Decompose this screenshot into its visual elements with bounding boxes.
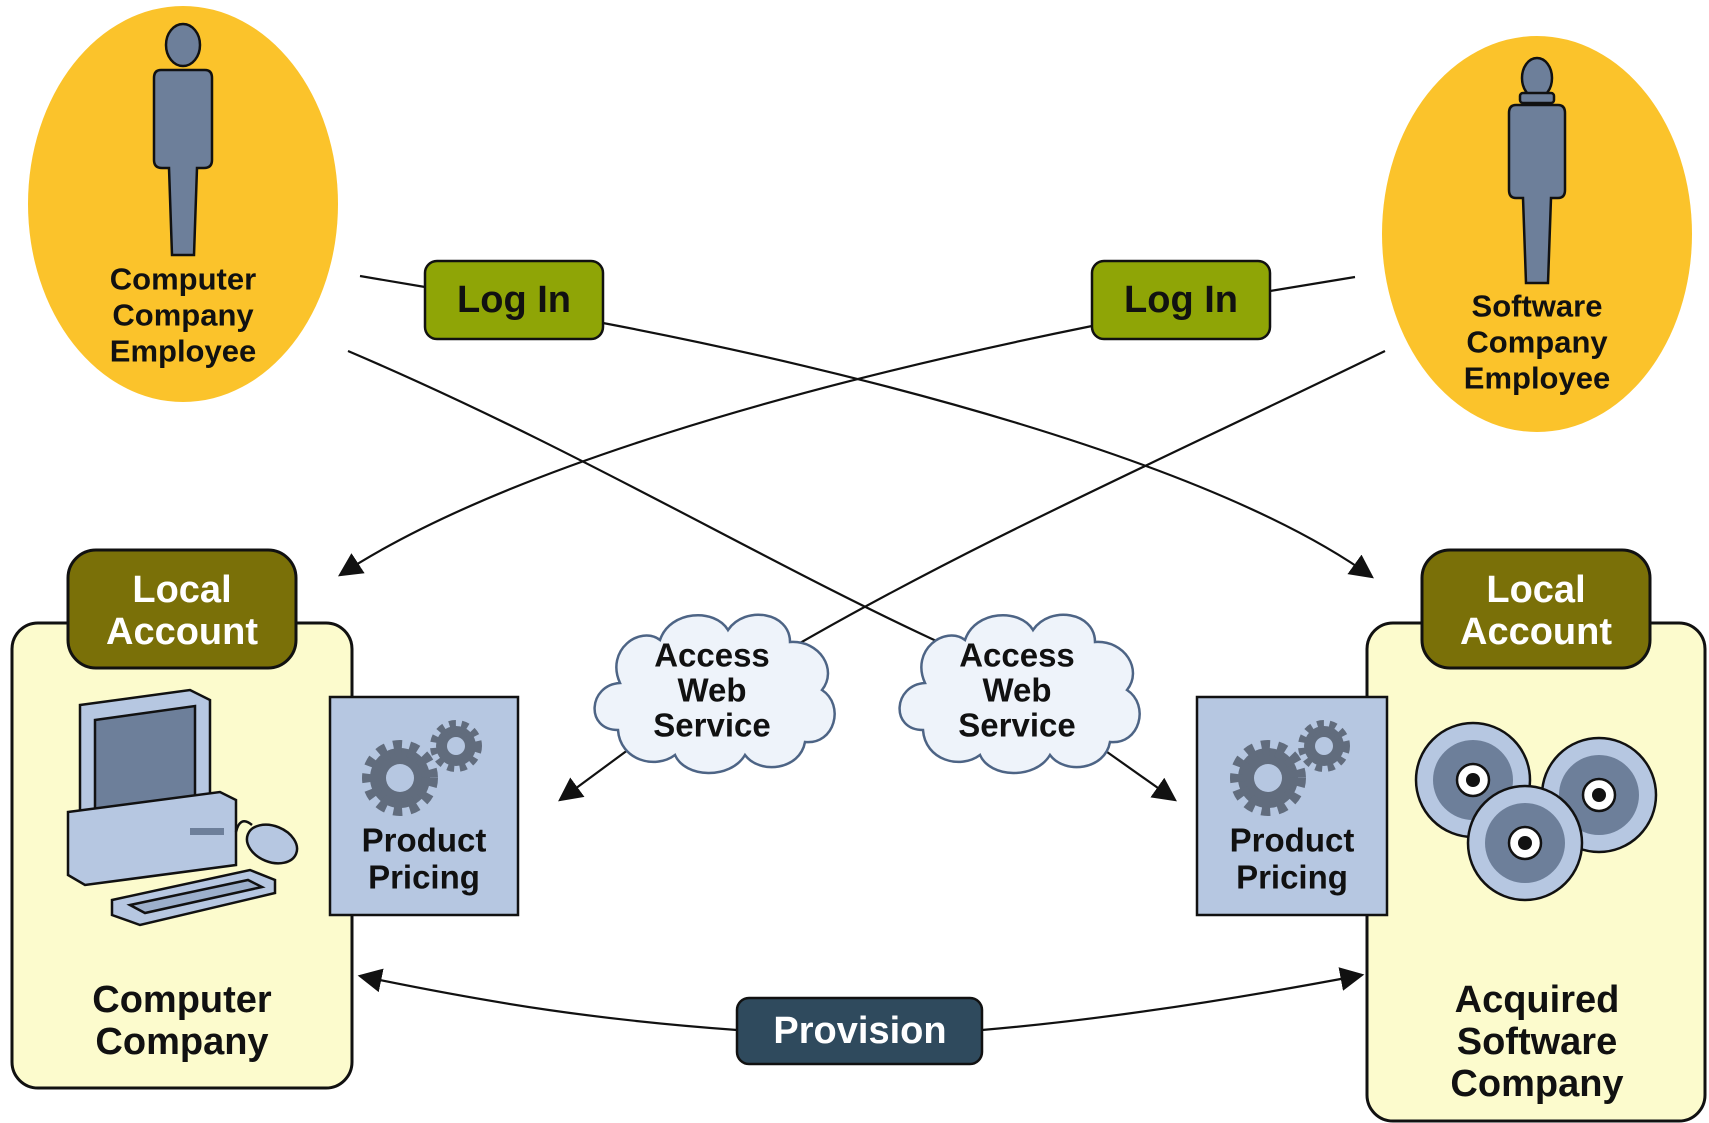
provision-label: Provision: [773, 1010, 946, 1052]
company-name-line1: Computer: [92, 979, 272, 1021]
computer-icon: [66, 688, 299, 927]
service-line2: Web: [982, 672, 1051, 709]
login-right-arrow: [340, 275, 1356, 575]
login-label: Log In: [457, 279, 571, 321]
pricing-line2: Pricing: [1236, 859, 1348, 896]
gears-icon: [1230, 720, 1350, 816]
cloud-icon: [593, 613, 836, 775]
tab-line2: Account: [106, 611, 258, 653]
login-left-arrow: [359, 274, 1372, 577]
cloud-icon: [898, 613, 1141, 775]
tab-line1: Local: [1486, 569, 1585, 611]
company-name-line2: Software: [1457, 1021, 1617, 1063]
login-badge-right: Log In: [1090, 259, 1272, 341]
service-right-arrow: [347, 349, 1175, 800]
employee-label-line1: Software: [1472, 289, 1603, 324]
computer-company-employee: Computer Company Employee: [28, 6, 338, 402]
computer-company: Local Account Computer Company: [10, 548, 354, 1090]
pricing-line1: Product: [362, 822, 487, 859]
company-name-line1: Acquired: [1455, 979, 1620, 1021]
access-web-service-right: Access Web Service: [898, 613, 1141, 775]
acquired-software-company: Local Account Acquired Software Company: [1365, 548, 1707, 1123]
service-line3: Service: [958, 707, 1075, 744]
connector-lines: [340, 274, 1385, 1032]
product-pricing-left: Product Pricing: [328, 695, 520, 917]
local-account-tab: Local Account: [66, 548, 298, 670]
employee-label-line3: Employee: [110, 334, 256, 369]
person-icon: [1507, 56, 1567, 285]
employee-label-line2: Company: [1466, 325, 1608, 360]
product-pricing-right: Product Pricing: [1195, 695, 1389, 917]
service-line2: Web: [677, 672, 746, 709]
login-label: Log In: [1124, 279, 1238, 321]
company-name-line2: Company: [95, 1021, 268, 1063]
service-line1: Access: [959, 637, 1075, 674]
pricing-line1: Product: [1230, 822, 1355, 859]
service-line1: Access: [654, 637, 770, 674]
employee-label-line2: Company: [112, 298, 254, 333]
provision-badge: Provision: [735, 996, 984, 1066]
person-icon: [152, 22, 214, 257]
employee-label-line3: Employee: [1464, 361, 1610, 396]
pricing-line2: Pricing: [368, 859, 480, 896]
local-account-tab: Local Account: [1420, 548, 1652, 670]
provision-arrow: [360, 975, 1362, 1032]
gears-icon: [362, 720, 482, 816]
tab-line2: Account: [1460, 611, 1612, 653]
login-badge-left: Log In: [423, 259, 605, 341]
access-web-service-left: Access Web Service: [593, 613, 836, 775]
tab-line1: Local: [132, 569, 231, 611]
company-name-line3: Company: [1450, 1063, 1623, 1105]
employee-label-line1: Computer: [110, 262, 256, 297]
software-company-employee: Software Company Employee: [1382, 36, 1692, 432]
software-discs-icon: [1414, 721, 1658, 902]
service-line3: Service: [653, 707, 770, 744]
